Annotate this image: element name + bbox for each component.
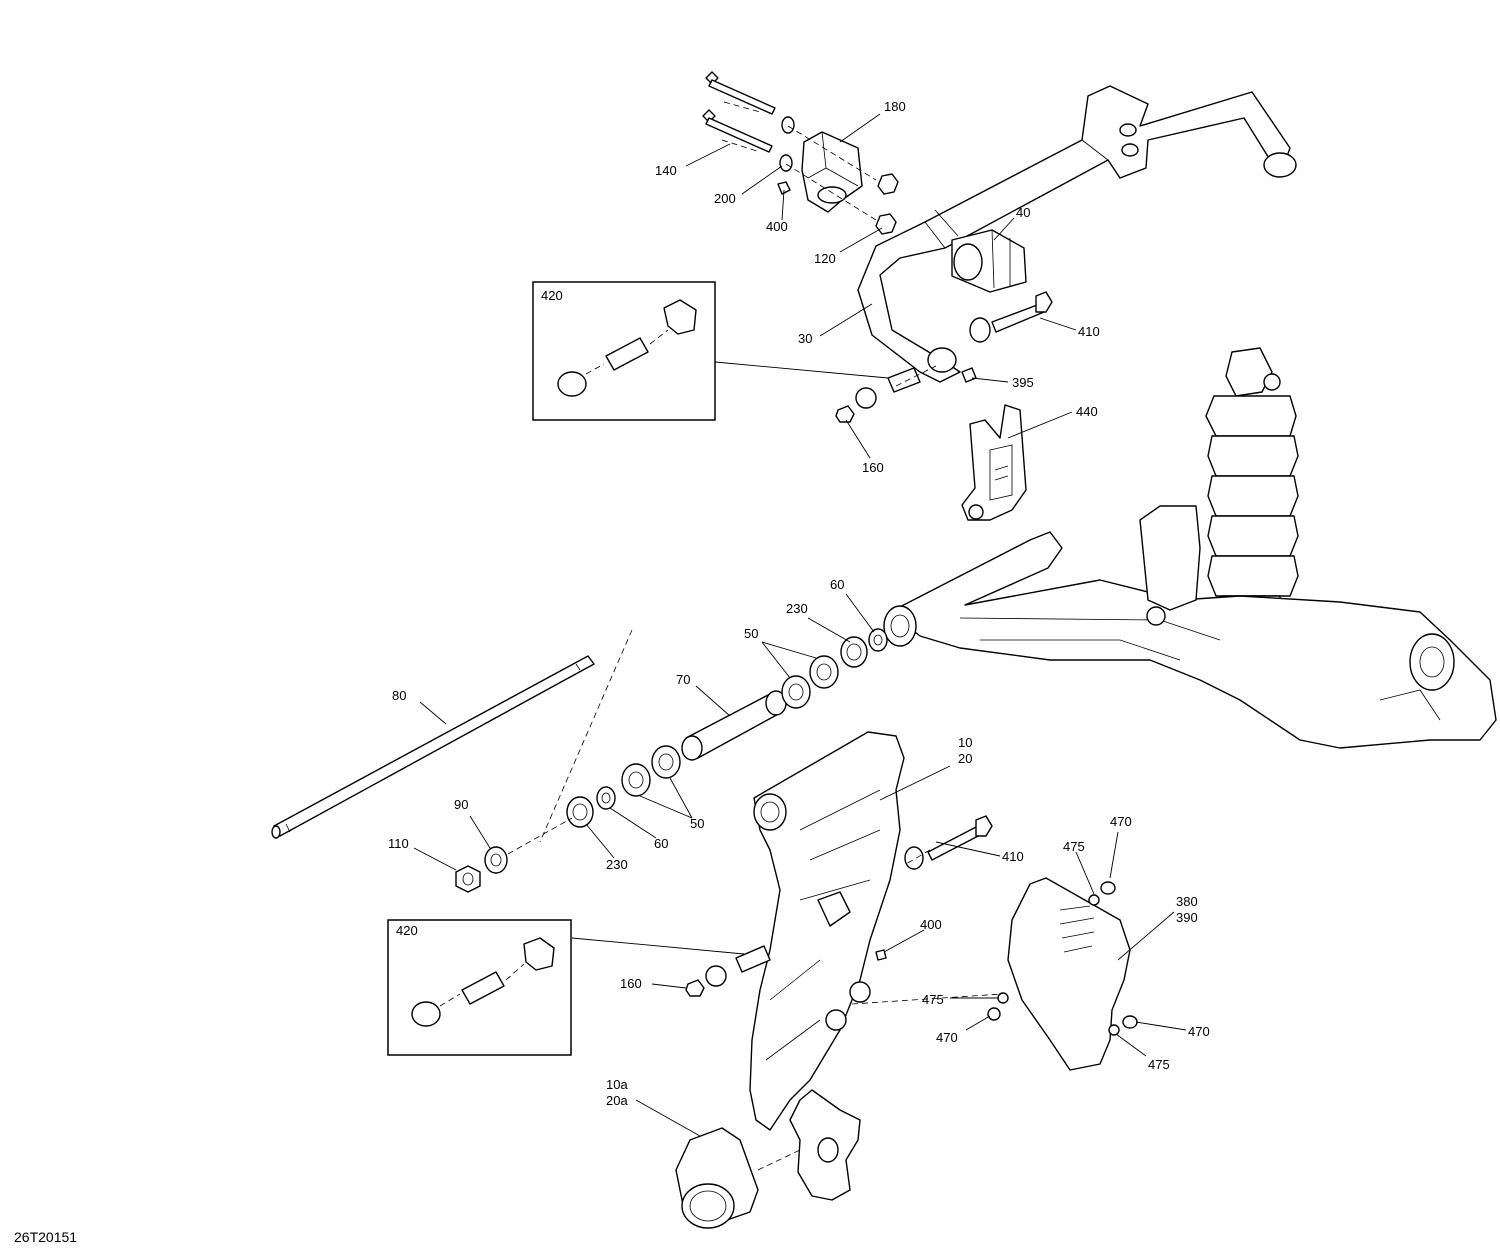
callout-380: 380 <box>1176 894 1198 909</box>
leader-lines <box>413 113 1187 1137</box>
diagram-caption: 26T20151 <box>14 1229 77 1245</box>
callout-50: 50 <box>690 816 704 831</box>
link-420-parts-top <box>835 367 921 423</box>
callout-230: 230 <box>786 601 808 616</box>
callout-60: 60 <box>830 577 844 592</box>
callout-475: 475 <box>1063 839 1085 854</box>
callout-160: 160 <box>620 976 642 991</box>
callout-230: 230 <box>606 857 628 872</box>
upper-arm-assembly <box>883 505 1497 749</box>
callout-410: 410 <box>1002 849 1024 864</box>
callout-10a: 10a <box>606 1077 628 1092</box>
seal-230-lower <box>566 796 594 828</box>
sleeve-70 <box>681 690 787 761</box>
callout-200: 200 <box>714 191 736 206</box>
callout-390: 390 <box>1176 910 1198 925</box>
nut-120 <box>875 173 899 235</box>
callout-440: 440 <box>1076 404 1098 419</box>
callout-50: 50 <box>744 626 758 641</box>
callout-420: 420 <box>541 288 563 303</box>
callout-470: 470 <box>1188 1024 1210 1039</box>
grease-fitting-400 <box>777 181 791 195</box>
alignment-lines <box>507 101 1003 1171</box>
washer-200 <box>779 116 795 172</box>
washer-60-upper <box>868 628 888 652</box>
cover-380 <box>987 877 1138 1071</box>
inset-box-420-bottom <box>387 919 572 1056</box>
anti-roll-bar-30 <box>857 85 1297 383</box>
bearing-50-lower <box>621 745 681 797</box>
callout-470: 470 <box>1110 814 1132 829</box>
bolt-410-top <box>969 291 1053 343</box>
bracket-440 <box>961 404 1027 521</box>
callout-70: 70 <box>676 672 690 687</box>
washer-90 <box>484 846 508 874</box>
callout-120: 120 <box>814 251 836 266</box>
callout-30: 30 <box>798 331 812 346</box>
callout-475: 475 <box>922 992 944 1007</box>
callout-395: 395 <box>1012 375 1034 390</box>
callout-10: 10 <box>958 735 972 750</box>
bushing-40 <box>951 229 1027 293</box>
trailing-arm-10 <box>749 731 905 1131</box>
callout-420: 420 <box>396 923 418 938</box>
inset-box-420-top <box>532 281 716 421</box>
callout-20a: 20a <box>606 1093 628 1108</box>
callout-80: 80 <box>392 688 406 703</box>
callout-470: 470 <box>936 1030 958 1045</box>
washer-60-lower <box>596 786 616 810</box>
callout-90: 90 <box>454 797 468 812</box>
clip-395 <box>961 367 977 383</box>
bracket-180 <box>801 131 863 213</box>
bolt-410-lower <box>904 815 993 870</box>
callout-475: 475 <box>1148 1057 1170 1072</box>
bearing-50-upper <box>781 655 839 709</box>
callout-140: 140 <box>655 163 677 178</box>
callout-400: 400 <box>920 917 942 932</box>
callout-400: 400 <box>766 219 788 234</box>
callout-labels: 180 140 200 400 120 40 30 410 395 420 16… <box>388 99 1210 1108</box>
callout-60: 60 <box>654 836 668 851</box>
callout-20: 20 <box>958 751 972 766</box>
shaft-80 <box>271 655 595 839</box>
bolt-140 <box>702 71 776 153</box>
callout-160: 160 <box>862 460 884 475</box>
nut-110 <box>455 865 481 893</box>
grease-fitting-400-lower <box>875 949 887 961</box>
callout-40: 40 <box>1016 205 1030 220</box>
callout-180: 180 <box>884 99 906 114</box>
seal-230-upper <box>840 636 868 668</box>
hub-10a <box>675 1127 759 1229</box>
flange-plate <box>789 1089 861 1201</box>
link-420-parts-lower <box>685 945 771 997</box>
callout-110: 110 <box>388 836 409 851</box>
callout-410: 410 <box>1078 324 1100 339</box>
